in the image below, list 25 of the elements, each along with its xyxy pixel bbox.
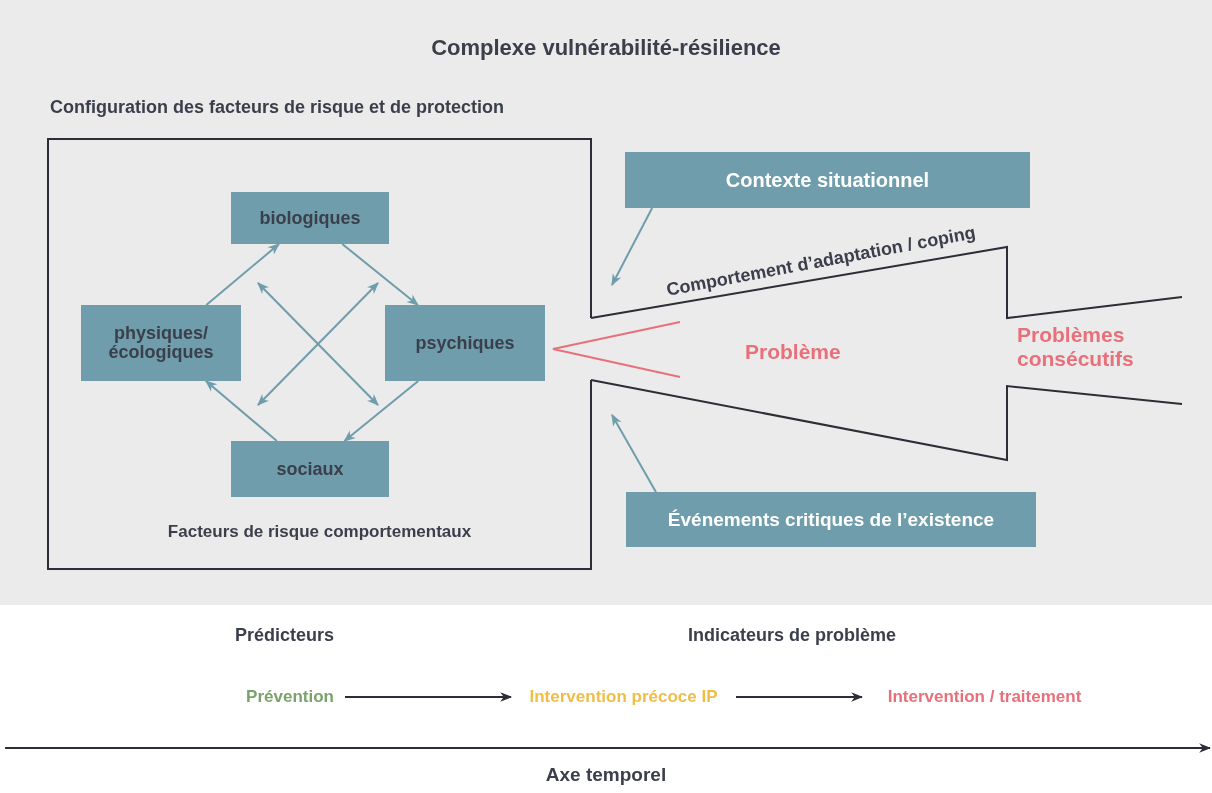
arrow: [343, 380, 420, 442]
factor-box: psychiques: [385, 305, 545, 381]
text-label: Indicateurs de problème: [688, 625, 898, 646]
arrow: [205, 243, 280, 306]
problem-label: Problèmes consécutifs: [1017, 323, 1135, 371]
diagram-title: Complexe vulnérabilité-résilience: [430, 35, 782, 61]
text-label: Prédicteurs: [235, 625, 336, 646]
stage-label: Intervention / traitement: [862, 685, 1107, 709]
arrow: [611, 413, 657, 493]
arrow: [204, 380, 278, 442]
factor-box: Événements critiques de l’existence: [626, 492, 1036, 547]
frame-heading: Configuration des facteurs de risque et de protection: [50, 97, 505, 118]
problem-label: Problème: [745, 340, 842, 364]
arrow: [341, 243, 419, 306]
factor-box: physiques/ écologiques: [81, 305, 241, 381]
arrow: [344, 692, 513, 702]
text-label: Axe temporel: [544, 764, 668, 786]
factor-box: biologiques: [231, 192, 389, 244]
arrow: [611, 207, 654, 286]
stage-label: Intervention précoce IP: [511, 685, 736, 709]
frame-caption: Facteurs de risque comportementaux: [166, 522, 473, 542]
factor-box: sociaux: [231, 441, 389, 497]
factor-box: Contexte situationnel: [625, 152, 1030, 208]
arrow: [735, 692, 864, 702]
stage-label: Prévention: [235, 685, 345, 709]
